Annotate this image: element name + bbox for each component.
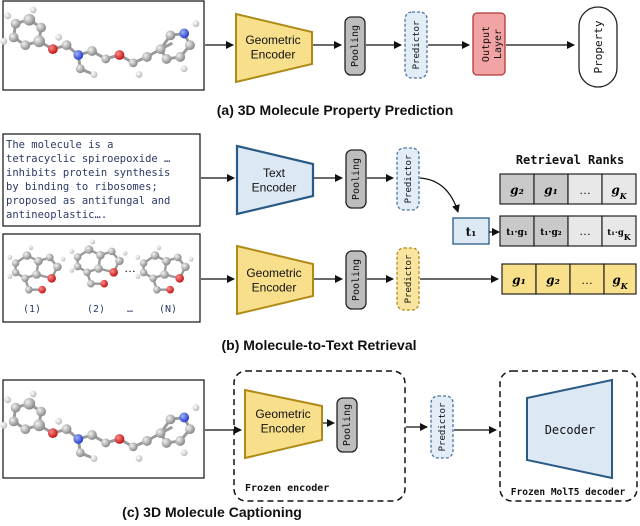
panel-b-geometric-encoder bbox=[236, 244, 314, 316]
panel-c-caption: (c) 3D Molecule Captioning bbox=[122, 504, 302, 520]
panel-c-frozen-decoder-box bbox=[499, 370, 638, 502]
panel-b-text-box bbox=[2, 133, 201, 227]
panel-b-molecule-2 bbox=[68, 238, 129, 289]
panel-b-molecule-label: (2) bbox=[87, 304, 105, 315]
panel-b-geo-pooling bbox=[345, 250, 367, 310]
panel-b-geo-pooling-label: Pooling bbox=[351, 259, 362, 301]
panel-c-geometric-encoder bbox=[244, 388, 323, 460]
panel-c-decoder bbox=[526, 378, 613, 480]
panel-a-geometric-encoder bbox=[235, 12, 313, 84]
panel-c-frozen-encoder-label: Frozen encoder bbox=[245, 483, 329, 494]
panel-a-caption: (a) 3D Molecule Property Prediction bbox=[217, 102, 454, 118]
panel-c-frozen-decoder-label: Frozen MolT5 decoder bbox=[511, 487, 626, 498]
rank-row2-cell: … bbox=[579, 224, 591, 238]
panel-a-output-layer bbox=[472, 12, 506, 76]
rank-row2-cell: t₁·gK bbox=[607, 228, 632, 242]
panel-c-decoder-label: Decoder bbox=[545, 423, 596, 437]
rank-row1-cell: g₂ bbox=[510, 183, 524, 197]
panel-a-property-label: Property bbox=[592, 20, 605, 73]
panel-c-pooling bbox=[336, 397, 358, 453]
panel-a-pooling bbox=[344, 16, 366, 76]
panel-b-geo-predictor-label: Predictor bbox=[404, 254, 414, 303]
panel-b-text-encoder bbox=[235, 144, 315, 216]
rank-row1-cell: … bbox=[579, 183, 591, 197]
panel-a-property bbox=[578, 6, 618, 88]
panel-b-text-pooling bbox=[345, 149, 367, 209]
panel-b-molecule-1 bbox=[6, 244, 67, 295]
rank-row3-cell: g₁ bbox=[512, 273, 526, 287]
panel-b-ranks-title: Retrieval Ranks bbox=[516, 153, 624, 167]
rank-row2-cell: t₁·g₂ bbox=[540, 228, 562, 238]
panel-a-output-layer-label: OutputLayer bbox=[481, 26, 504, 62]
panel-a-molecule-image bbox=[0, 5, 201, 80]
panel-b-rank-row-1: g₂ g₁ … gK bbox=[499, 173, 637, 205]
panel-b-geo-predictor bbox=[396, 247, 420, 311]
panel-b-text-predictor bbox=[396, 147, 420, 211]
panel-c-pooling-label: Pooling bbox=[342, 404, 353, 446]
rank-row1-cell: g₁ bbox=[544, 183, 558, 197]
panel-b-rank-row-2: t₁·g₁ t₁·g₂ … t₁·gK bbox=[499, 215, 637, 247]
panel-b-molecule-label: (N) bbox=[159, 304, 177, 315]
panel-b-molecule-dots: … bbox=[124, 261, 136, 275]
panel-c-predictor bbox=[430, 395, 454, 459]
panel-b-t1-label: t₁ bbox=[466, 225, 477, 239]
panel-c-frozen-encoder-box bbox=[233, 370, 406, 502]
panel-b-text-pooling-label: Pooling bbox=[351, 158, 362, 200]
panel-c-molecule-image bbox=[0, 389, 201, 464]
panel-b-rank-row-3: g₁ g₂ … gK bbox=[501, 263, 637, 295]
panel-b-molecule-label: (1) bbox=[23, 304, 41, 315]
panel-b-molecule-label: … bbox=[127, 304, 133, 315]
panel-c-molecule-box bbox=[2, 379, 205, 479]
panel-b-caption: (b) Molecule-to-Text Retrieval bbox=[222, 337, 417, 353]
panel-b-text-predictor-label: Predictor bbox=[404, 154, 414, 203]
rank-row2-cell: t₁·g₁ bbox=[506, 228, 528, 238]
rank-row3-cell: … bbox=[581, 273, 593, 287]
panel-a-predictor bbox=[404, 11, 428, 79]
panel-b-molecule-box bbox=[2, 233, 201, 323]
panel-a-predictor-label: Predictor bbox=[412, 20, 422, 69]
rank-row1-cell: gK bbox=[611, 183, 627, 201]
panel-c-predictor-label: Predictor bbox=[438, 402, 448, 451]
panel-b-t1-box bbox=[452, 217, 490, 245]
panel-a-pooling-label: Pooling bbox=[350, 25, 361, 67]
panel-a-molecule-box bbox=[2, 0, 205, 91]
rank-row3-cell: g₂ bbox=[546, 273, 560, 287]
panel-b-molecule-n bbox=[134, 244, 195, 295]
rank-row3-cell: gK bbox=[612, 273, 628, 291]
